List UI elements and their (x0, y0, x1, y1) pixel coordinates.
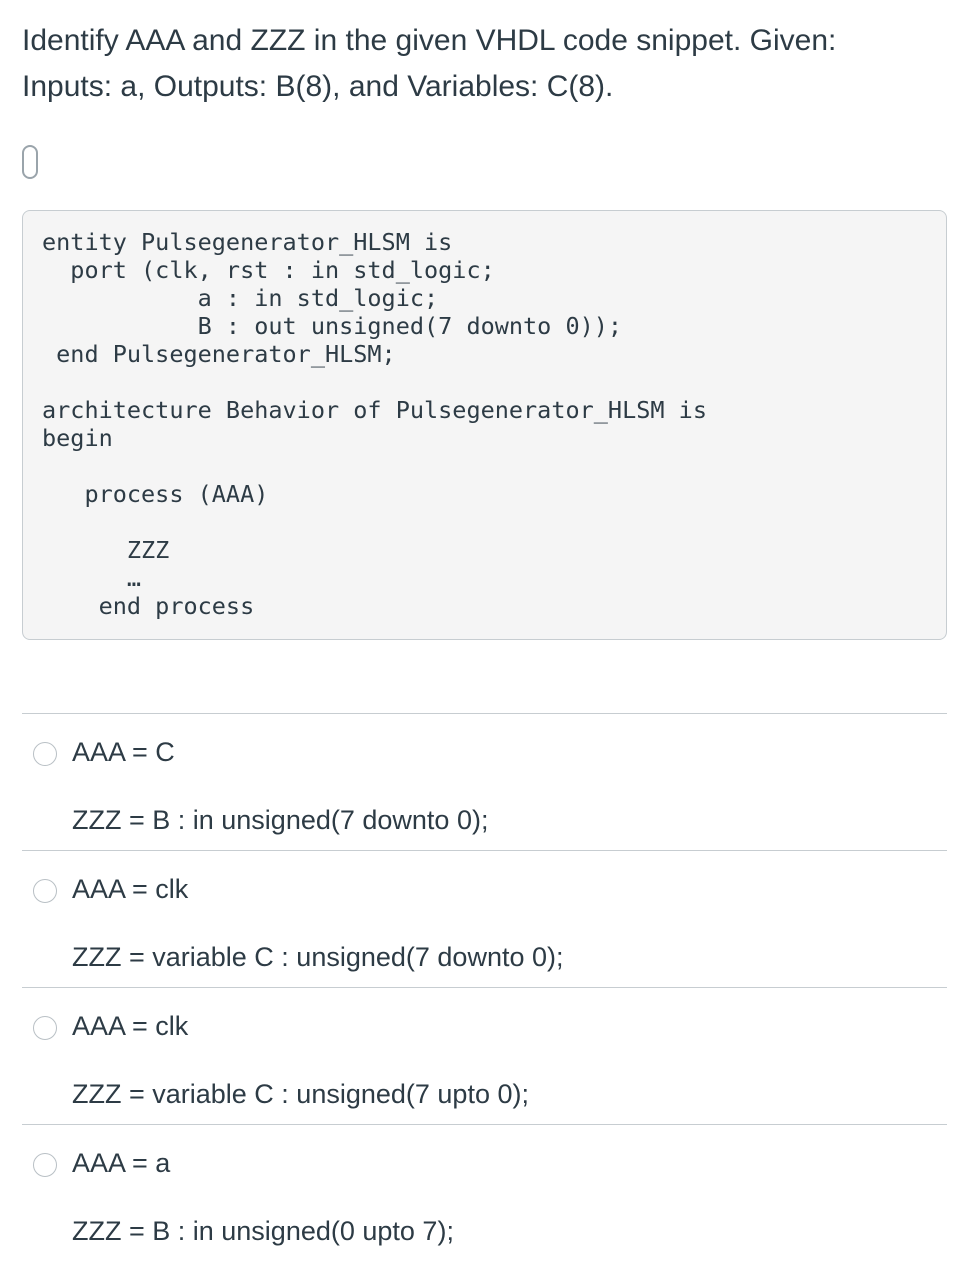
option-label-aaa: AAA = a (72, 1148, 171, 1178)
code-line: end Pulsegenerator_HLSM; (42, 340, 396, 368)
option-label-zzz: ZZZ = B : in unsigned(7 downto 0); (72, 805, 489, 835)
code-line: port (clk, rst : in std_logic; (42, 256, 495, 284)
code-line (42, 368, 707, 396)
answer-indicator-icon (22, 145, 38, 179)
answer-option-1[interactable]: AAA = C ZZZ = B : in unsigned(7 downto 0… (22, 713, 947, 850)
option-label-zzz: ZZZ = variable C : unsigned(7 upto 0); (72, 1079, 529, 1109)
code-line: begin (42, 424, 113, 452)
radio-button[interactable] (33, 879, 57, 903)
code-content: entity Pulsegenerator_HLSM is port (clk,… (42, 228, 707, 620)
radio-button[interactable] (33, 742, 57, 766)
code-line: entity Pulsegenerator_HLSM is (42, 228, 453, 256)
question-text: Identify AAA and ZZZ in the given VHDL c… (22, 18, 942, 110)
code-line: end process (42, 592, 255, 620)
answer-option-4[interactable]: AAA = a ZZZ = B : in unsigned(0 upto 7); (22, 1124, 947, 1261)
code-line: process (AAA) (42, 480, 269, 508)
question-line-1: Identify AAA and ZZZ in the given VHDL c… (22, 24, 837, 57)
option-label-zzz: ZZZ = B : in unsigned(0 upto 7); (72, 1216, 454, 1246)
code-line: a : in std_logic; (42, 284, 439, 312)
answer-option-2[interactable]: AAA = clk ZZZ = variable C : unsigned(7 … (22, 850, 947, 987)
option-label-aaa: AAA = clk (72, 874, 189, 904)
code-line (42, 452, 707, 480)
code-line: ZZZ (42, 536, 170, 564)
radio-button[interactable] (33, 1016, 57, 1040)
option-label-zzz: ZZZ = variable C : unsigned(7 downto 0); (72, 942, 564, 972)
code-line (42, 508, 707, 536)
radio-button[interactable] (33, 1153, 57, 1177)
answer-options: AAA = C ZZZ = B : in unsigned(7 downto 0… (22, 713, 947, 1261)
code-line: architecture Behavior of Pulsegenerator_… (42, 396, 707, 424)
answer-option-3[interactable]: AAA = clk ZZZ = variable C : unsigned(7 … (22, 987, 947, 1124)
code-line: B : out unsigned(7 downto 0)); (42, 312, 623, 340)
option-label-aaa: AAA = clk (72, 1011, 189, 1041)
code-line: … (42, 564, 142, 592)
code-block: entity Pulsegenerator_HLSM is port (clk,… (22, 210, 947, 640)
question-line-2: Inputs: a, Outputs: B(8), and Variables:… (22, 70, 614, 103)
option-label-aaa: AAA = C (72, 737, 175, 767)
